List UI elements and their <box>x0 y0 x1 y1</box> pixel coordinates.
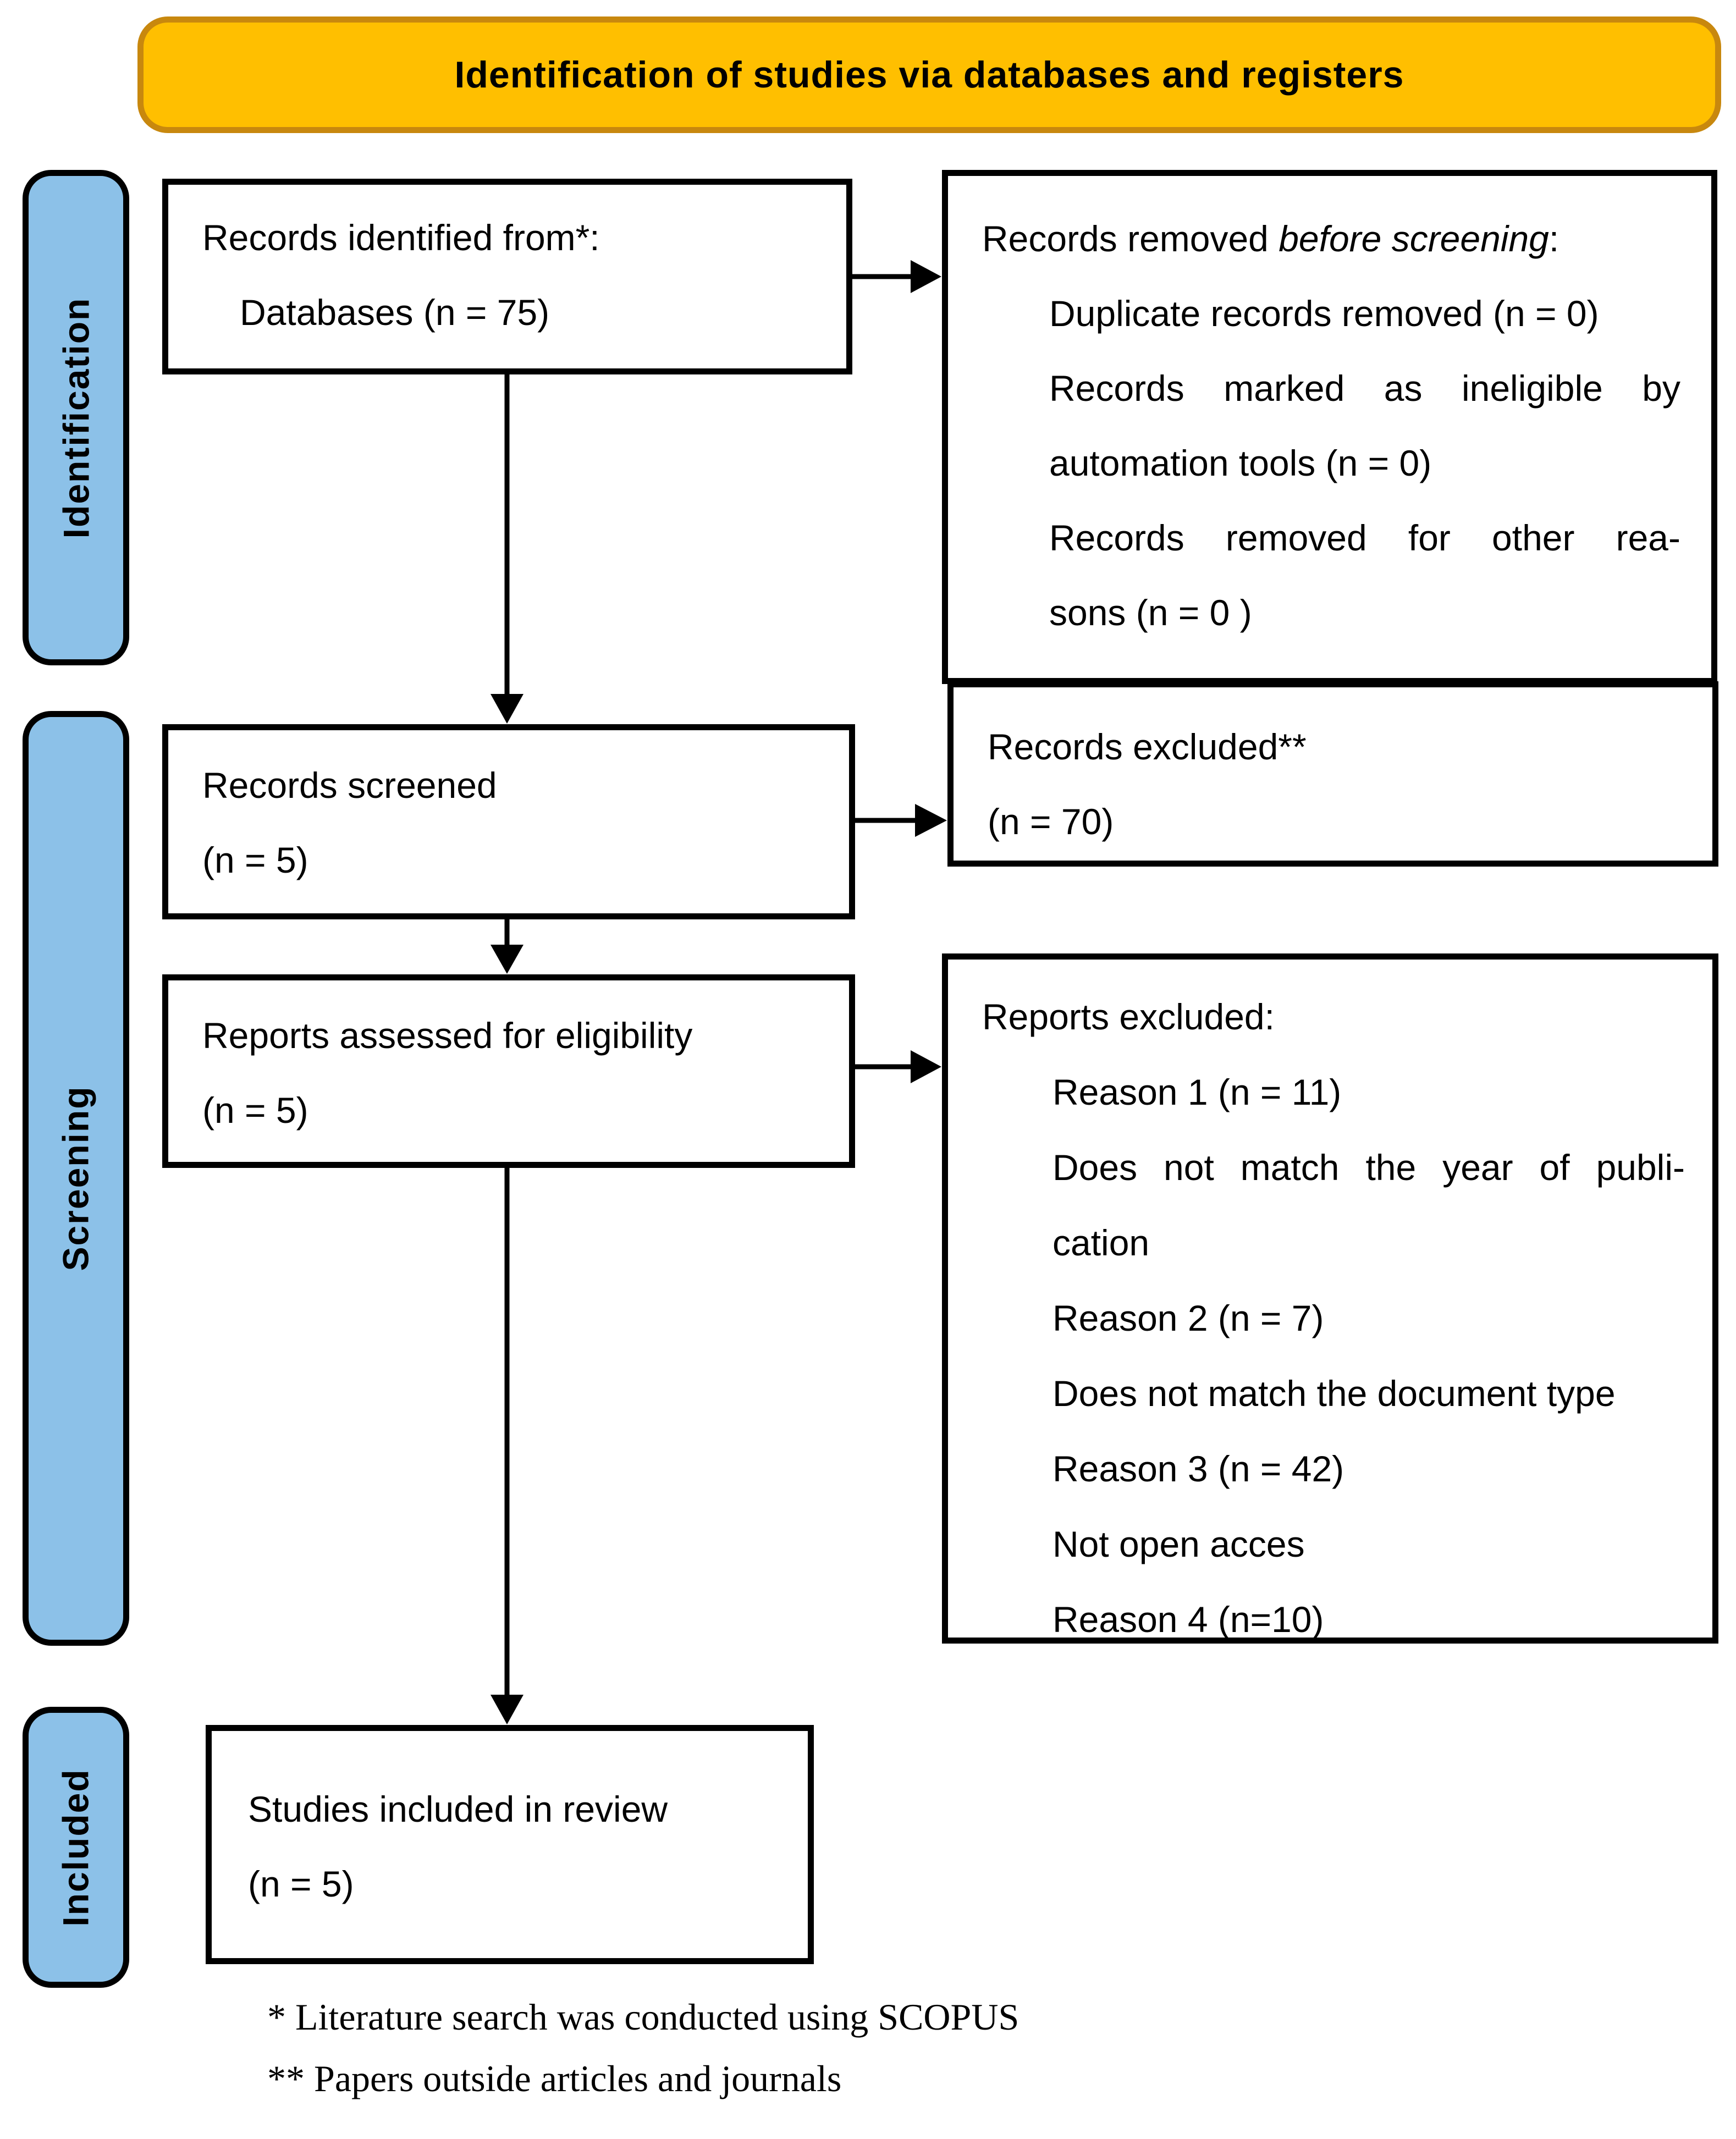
box-line: automation tools (n = 0) <box>1049 443 1432 483</box>
box-line: Records screened <box>202 765 497 806</box>
box-line: sons (n = 0 ) <box>1049 592 1252 633</box>
box-line: (n = 70) <box>988 801 1114 842</box>
box-line: Reports excluded: <box>982 996 1275 1037</box>
box-reports-assessed: Reports assessed for eligibility (n = 5) <box>162 974 855 1168</box>
arrow-assessed-to-included <box>491 1168 523 1724</box>
box-line: Records marked as ineligible by <box>1049 368 1680 409</box>
box-line: Reports assessed for eligibility <box>202 1015 693 1056</box>
stage-label-screening: Screening <box>56 1085 97 1271</box>
box-line: Records identified from*: <box>202 217 600 258</box>
box-line: cation <box>1052 1222 1150 1263</box>
header-banner: Identification of studies via databases … <box>137 16 1721 133</box>
box-line: Records removed for other rea- <box>1049 517 1680 558</box>
box-line: Reason 2 (n = 7) <box>1052 1298 1324 1338</box>
box-line-text: : <box>1548 218 1559 259</box>
box-line: Reason 1 (n = 11) <box>1052 1072 1342 1112</box>
box-line: (n = 5) <box>202 840 308 880</box>
stage-label-identification: Identification <box>56 297 97 538</box>
stage-tab-screening: Screening <box>23 711 129 1646</box>
box-line: Duplicate records removed (n = 0) <box>1049 293 1599 334</box>
arrow-identified-to-screened <box>491 374 523 724</box>
box-studies-included: Studies included in review (n = 5) <box>206 1725 814 1964</box>
box-line: (n = 5) <box>248 1864 354 1904</box>
box-records-removed: Records removed before screening: Duplic… <box>942 170 1717 684</box>
box-line: Databases (n = 75) <box>240 292 550 333</box>
footnotes: * Literature search was conducted using … <box>267 1986 1019 2109</box>
header-title: Identification of studies via databases … <box>454 54 1404 96</box>
box-line-italic-text: before screening <box>1278 218 1549 259</box>
box-records-screened: Records screened (n = 5) <box>162 724 855 919</box>
box-line: Not open acces <box>1052 1524 1305 1564</box>
box-line: Studies included in review <box>248 1789 668 1829</box>
box-line: (n = 5) <box>202 1090 308 1131</box>
box-line: Records removed before screening: <box>982 201 1680 276</box>
box-line: Does not match the year of publi- <box>1052 1147 1685 1188</box>
box-line: Reason 4 (n=10) <box>1052 1599 1324 1640</box>
box-line: Records excluded** <box>988 726 1307 767</box>
arrow-identified-to-removed <box>852 260 941 293</box>
stage-tab-identification: Identification <box>23 170 129 665</box>
box-reports-excluded: Reports excluded: Reason 1 (n = 11) Does… <box>942 953 1718 1644</box>
footnote-1: * Literature search was conducted using … <box>267 1996 1019 2038</box>
arrow-screened-to-excluded <box>855 804 947 837</box>
stage-label-included: Included <box>56 1768 97 1927</box>
footnote-2: ** Papers outside articles and journals <box>267 2058 842 2099</box>
stage-tab-included: Included <box>23 1707 129 1988</box>
box-line: Does not match the document type <box>1052 1373 1616 1414</box>
box-records-excluded: Records excluded** (n = 70) <box>947 681 1718 867</box>
box-records-identified: Records identified from*: Databases (n =… <box>162 179 852 374</box>
arrow-screened-to-assessed <box>491 919 523 974</box>
arrow-assessed-to-reports-excluded <box>855 1050 941 1083</box>
box-line: Reason 3 (n = 42) <box>1052 1448 1344 1489</box>
box-line-text: Records removed <box>982 218 1279 259</box>
